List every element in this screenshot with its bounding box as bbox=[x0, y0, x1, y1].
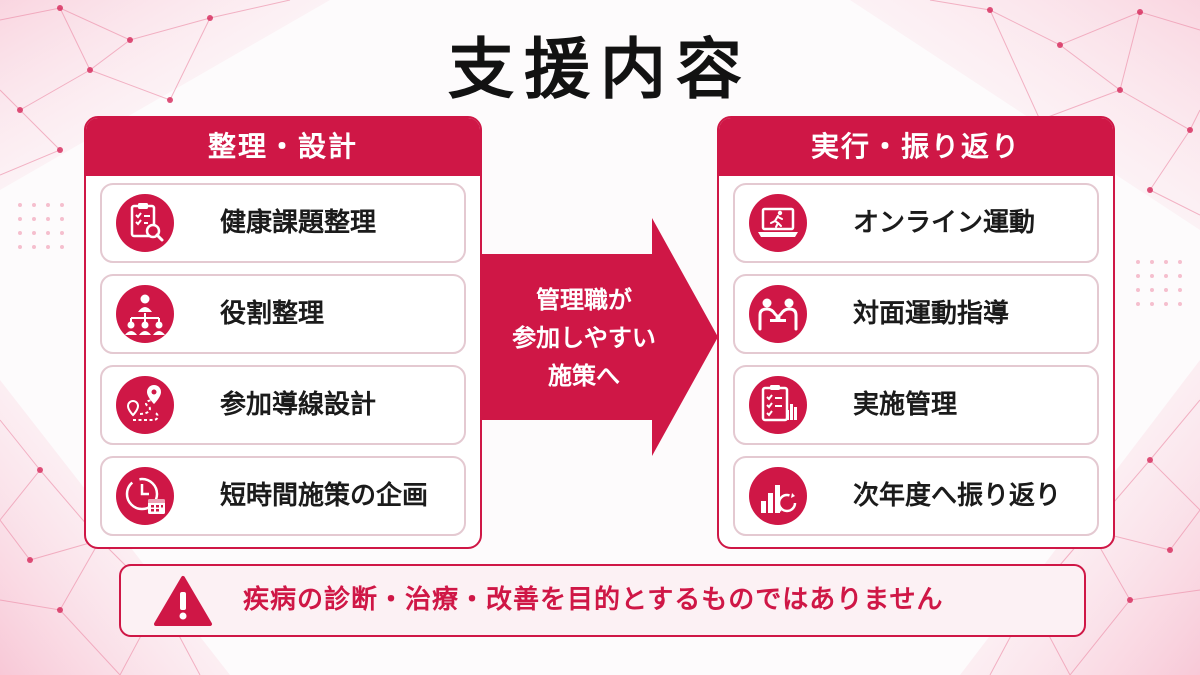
arrow-caption-line: 管理職が bbox=[536, 286, 632, 314]
disclaimer-text: 疾病の診断・治療・改善を目的とするものではありません bbox=[243, 585, 944, 615]
arrow-caption: 管理職が 参加しやすい 施策へ bbox=[486, 281, 682, 395]
arrow-caption-line: 施策へ bbox=[548, 362, 620, 390]
checklist-chart-icon bbox=[749, 376, 807, 434]
clock-calendar-icon bbox=[116, 467, 174, 525]
panel-heading: 整理・設計 bbox=[86, 118, 480, 176]
panel-execute-review: 実行・振り返り オンライン運動 対面運動指導 bbox=[717, 116, 1115, 549]
list-item-label: 健康課題整理 bbox=[220, 208, 377, 238]
warning-triangle-icon bbox=[154, 576, 212, 626]
panel-heading: 実行・振り返り bbox=[719, 118, 1113, 176]
laptop-runner-icon bbox=[749, 194, 807, 252]
route-map-pin-icon bbox=[116, 376, 174, 434]
list-item-participation-route: 参加導線設計 bbox=[100, 365, 466, 445]
list-item-role-organization: 役割整理 bbox=[100, 274, 466, 354]
list-item-label: 短時間施策の企画 bbox=[220, 481, 429, 511]
list-item-label: 役割整理 bbox=[220, 299, 325, 329]
list-item-online-exercise: オンライン運動 bbox=[733, 183, 1099, 263]
flow-arrow bbox=[482, 218, 718, 456]
panel-organize-design: 整理・設計 健康課題整理 役割整 bbox=[84, 116, 482, 549]
org-chart-people-icon bbox=[116, 285, 174, 343]
list-item-in-person-guidance: 対面運動指導 bbox=[733, 274, 1099, 354]
bar-chart-refresh-icon bbox=[749, 467, 807, 525]
list-item-label: 対面運動指導 bbox=[853, 299, 1010, 329]
list-item-short-program-planning: 短時間施策の企画 bbox=[100, 456, 466, 536]
list-item-next-year-review: 次年度へ振り返り bbox=[733, 456, 1099, 536]
disclaimer-banner: 疾病の診断・治療・改善を目的とするものではありません bbox=[119, 564, 1086, 637]
arrow-caption-line: 参加しやすい bbox=[512, 324, 656, 352]
page-title: 支援内容 bbox=[448, 31, 752, 108]
handshake-people-icon bbox=[749, 285, 807, 343]
list-item-label: 参加導線設計 bbox=[220, 390, 377, 420]
clipboard-magnifier-icon bbox=[116, 194, 174, 252]
list-item-label: 実施管理 bbox=[853, 390, 958, 420]
list-item-label: オンライン運動 bbox=[853, 208, 1036, 238]
list-item-implementation-management: 実施管理 bbox=[733, 365, 1099, 445]
list-item-label: 次年度へ振り返り bbox=[853, 481, 1062, 511]
list-item-health-issues: 健康課題整理 bbox=[100, 183, 466, 263]
